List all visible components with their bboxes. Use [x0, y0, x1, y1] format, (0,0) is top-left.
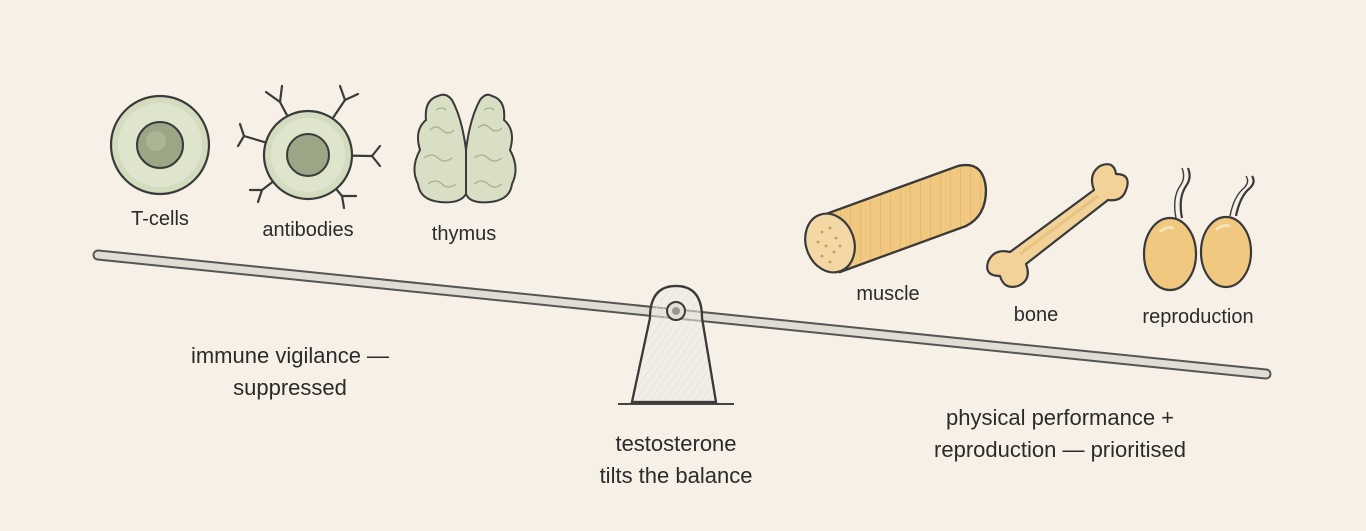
immune-caption-line1: immune vigilance —: [190, 343, 390, 368]
t-cells-label: T-cells: [131, 208, 189, 230]
fulcrum-icon: [618, 284, 734, 405]
performance-caption-line2: reproduction — prioritised: [934, 436, 1186, 462]
bone-label: bone: [1013, 304, 1059, 326]
performance-caption: physical performance + reproduction — pr…: [934, 402, 1186, 466]
antibody-cell-icon: [236, 84, 382, 210]
fulcrum-caption: testosterone tilts the balance: [600, 428, 753, 492]
testes-icon: [1142, 167, 1255, 292]
t-cell-icon: [109, 94, 211, 196]
antibodies-label: antibodies: [262, 219, 354, 241]
fulcrum-caption-line1: testosterone: [615, 431, 737, 456]
thymus-icon: [413, 93, 517, 204]
fulcrum-caption-line2: tilts the balance: [599, 462, 753, 488]
muscle-icon: [804, 163, 988, 274]
muscle-label: muscle: [856, 283, 920, 305]
thymus-label: thymus: [431, 223, 497, 245]
immune-caption: immune vigilance — suppressed: [191, 340, 389, 404]
immune-caption-line2: suppressed: [233, 374, 347, 400]
bone-icon: [986, 163, 1129, 288]
reproduction-label: reproduction: [1142, 306, 1254, 328]
performance-caption-line1: physical performance +: [945, 405, 1175, 430]
